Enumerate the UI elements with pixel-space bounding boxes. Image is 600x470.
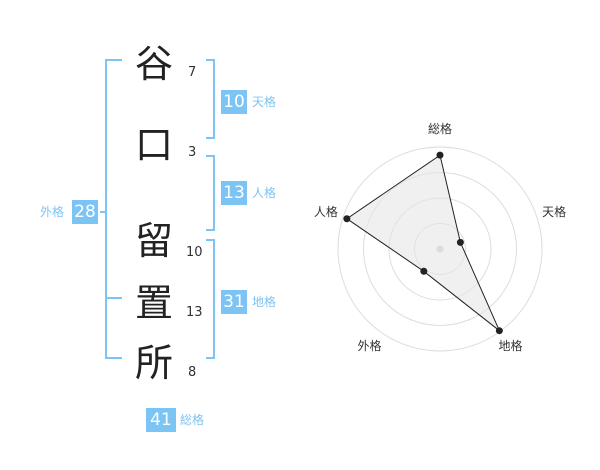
- stroke-count-3: 10: [186, 245, 203, 260]
- jin-bracket: [206, 155, 215, 231]
- radar-axis-label-5: 人格: [314, 204, 338, 219]
- gai-kaku-value: 28: [72, 200, 98, 224]
- ten-kaku-value: 10: [221, 90, 247, 114]
- radar-axis-label-2: 天格: [542, 204, 566, 219]
- name-char-5: 所: [134, 341, 173, 385]
- sou-kaku-value: 41: [146, 408, 176, 432]
- jin-kaku-label: 人格: [252, 186, 277, 200]
- ten-kaku-label: 天格: [252, 95, 277, 109]
- sou-kaku-label: 総格: [180, 413, 205, 427]
- outer-bracket: [105, 59, 122, 359]
- radar-point-3: [495, 327, 503, 335]
- radar-axis-label-3: 地格: [498, 338, 522, 353]
- radar-point-4: [420, 267, 428, 275]
- radar-series-area: [346, 154, 500, 332]
- radar-point-5: [343, 215, 351, 223]
- ten-bracket: [206, 59, 215, 139]
- chi-kaku-label: 地格: [252, 295, 277, 309]
- stroke-count-5: 8: [188, 365, 197, 380]
- chi-bracket: [206, 239, 215, 359]
- radar-axis-label-4: 外格: [357, 338, 381, 353]
- name-char-1: 谷: [134, 42, 173, 86]
- radar-point-2: [456, 238, 464, 246]
- radar-point-1: [436, 151, 444, 159]
- stroke-count-2: 3: [188, 145, 197, 160]
- name-char-4: 置: [134, 281, 173, 325]
- name-char-3: 留: [134, 219, 173, 263]
- stroke-count-4: 13: [186, 305, 203, 320]
- radar-axis-label-1: 総格: [428, 121, 452, 136]
- gai-kaku-label: 外格: [40, 205, 65, 219]
- name-char-2: 口: [134, 123, 173, 167]
- stroke-count-1: 7: [188, 65, 197, 80]
- chi-kaku-value: 31: [221, 290, 247, 314]
- jin-kaku-value: 13: [221, 181, 247, 205]
- radar-ring-4: [337, 146, 543, 352]
